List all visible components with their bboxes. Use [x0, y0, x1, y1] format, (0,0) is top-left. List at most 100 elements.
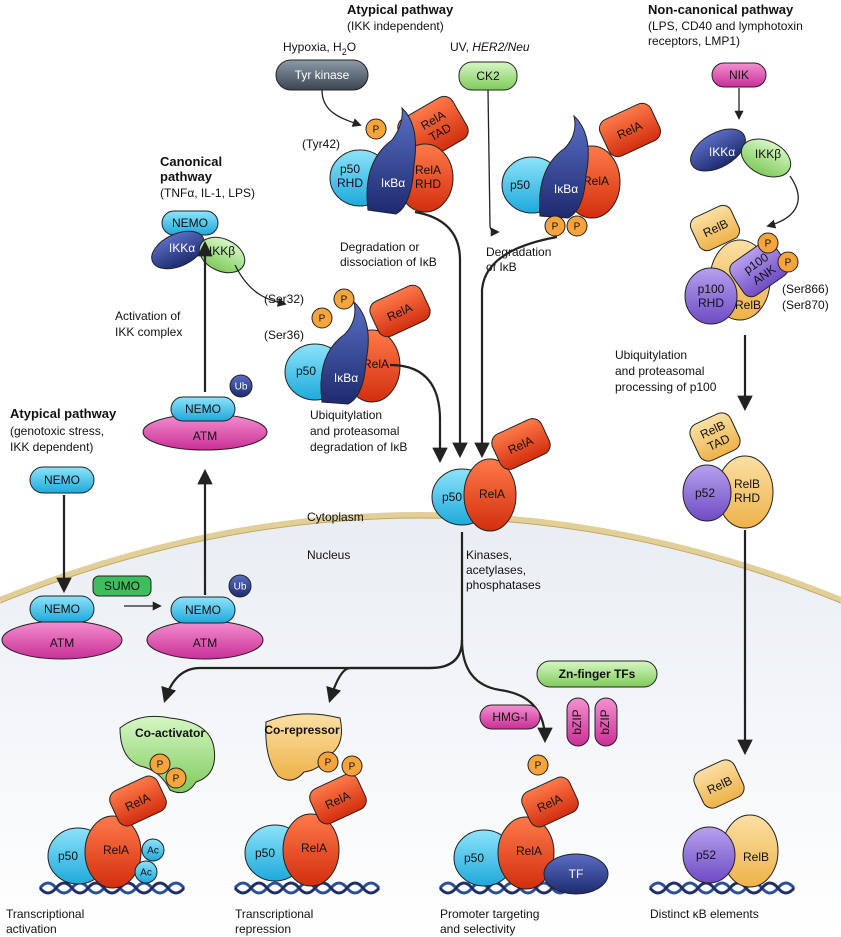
- svg-text:p50: p50: [464, 851, 484, 865]
- ser870-label: (Ser870): [782, 298, 829, 312]
- svg-text:ATM: ATM: [193, 429, 217, 443]
- svg-text:p50: p50: [58, 849, 78, 863]
- svg-text:RelA: RelA: [103, 843, 129, 857]
- complex-ck2: p50 RelA IκBα RelA P P: [501, 102, 662, 237]
- svg-text:RelB: RelB: [735, 298, 761, 312]
- svg-text:P: P: [349, 762, 356, 773]
- svg-text:NEMO: NEMO: [44, 473, 80, 487]
- p52-relb-cytoplasm: RelB TAD RelB RHD p52: [682, 412, 774, 529]
- ubiq-ikb-2: and proteasomal: [310, 424, 399, 438]
- svg-text:NEMO: NEMO: [185, 402, 221, 416]
- outcome-repression-complex: Co-repressor p50 RelA RelA P P: [244, 713, 367, 887]
- nemo-free-left: NEMO: [29, 466, 95, 494]
- ck2: CK2: [458, 61, 518, 91]
- svg-text:p52: p52: [696, 848, 716, 862]
- svg-text:HMG-I: HMG-I: [492, 710, 527, 724]
- outcome-activation-2: activation: [6, 922, 57, 936]
- svg-text:p50: p50: [442, 490, 462, 504]
- svg-text:bZIP: bZIP: [598, 709, 612, 734]
- svg-text:P: P: [765, 239, 772, 250]
- nik: NIK: [711, 62, 767, 88]
- svg-text:P: P: [173, 774, 180, 785]
- atypical-top-title: Atypical pathway: [347, 2, 454, 17]
- svg-text:bZIP: bZIP: [570, 709, 584, 734]
- svg-text:p50: p50: [255, 846, 275, 860]
- ser32-label: (Ser32): [264, 292, 304, 306]
- noncanonical-sub-1: (LPS, CD40 and lymphotoxin: [648, 19, 803, 33]
- svg-text:RelA: RelA: [583, 174, 609, 188]
- tyr42-label: (Tyr42): [302, 137, 340, 151]
- nuclear-membrane: [0, 512, 841, 603]
- svg-text:P: P: [535, 761, 542, 772]
- svg-text:P: P: [325, 758, 332, 769]
- nucleus-label: Nucleus: [307, 548, 350, 562]
- bzip-dimer: bZIP bZIP: [566, 697, 618, 747]
- svg-text:TF: TF: [569, 867, 584, 881]
- ser866-label: (Ser866): [782, 282, 829, 296]
- kinases-2: acetylases,: [466, 563, 526, 577]
- svg-text:Ub: Ub: [234, 582, 247, 593]
- degradation-or-2: dissociation of IκB: [340, 255, 437, 269]
- svg-text:P: P: [373, 125, 380, 136]
- svg-text:RHD: RHD: [337, 176, 363, 190]
- canonical-sub: (TNFα, IL-1, LPS): [160, 186, 255, 200]
- svg-text:NEMO: NEMO: [185, 603, 221, 617]
- svg-text:NEMO: NEMO: [172, 216, 208, 230]
- atypical-top-sub: (IKK independent): [347, 19, 444, 33]
- svg-text:IKKβ: IKKβ: [209, 244, 235, 258]
- activation-ikk-2: IKK complex: [115, 325, 182, 339]
- outcome-distinct-complex: RelB RelB p52: [682, 759, 779, 888]
- svg-text:P: P: [785, 258, 792, 269]
- noncanonical-sub-2: receptors, LMP1): [648, 34, 740, 48]
- svg-text:NIK: NIK: [729, 68, 749, 82]
- svg-text:RelB: RelB: [734, 477, 760, 491]
- svg-text:RelB: RelB: [743, 850, 769, 864]
- p50-rela-free: p50 RelA RelA: [431, 418, 551, 532]
- svg-text:P: P: [574, 222, 581, 233]
- outcome-targeting-1: Promoter targeting: [440, 907, 539, 921]
- outcome-repression-1: Transcriptional: [235, 907, 313, 921]
- svg-text:SUMO: SUMO: [104, 579, 140, 593]
- svg-text:Zn-finger TFs: Zn-finger TFs: [559, 667, 636, 681]
- svg-text:RHD: RHD: [734, 491, 760, 505]
- ubiq-p100-1: Ubiquitylation: [615, 348, 687, 362]
- canonical-title-2: pathway: [160, 169, 213, 184]
- outcome-distinct: Distinct κB elements: [650, 907, 759, 921]
- svg-text:p50: p50: [510, 178, 530, 192]
- svg-text:IKKα: IKKα: [709, 145, 735, 159]
- svg-text:Ac: Ac: [147, 846, 159, 857]
- svg-text:Co-activator: Co-activator: [135, 726, 205, 740]
- svg-text:RHD: RHD: [698, 296, 724, 310]
- svg-text:P: P: [552, 222, 559, 233]
- svg-text:p50: p50: [296, 364, 316, 378]
- activation-ikk-1: Activation of: [115, 309, 181, 323]
- dna-strands: [38, 881, 796, 895]
- svg-text:RelA: RelA: [479, 487, 505, 501]
- svg-text:RelA: RelA: [415, 163, 441, 177]
- svg-text:P: P: [341, 295, 348, 306]
- svg-text:ATM: ATM: [50, 636, 74, 650]
- svg-text:p52: p52: [695, 486, 715, 500]
- svg-text:ATM: ATM: [193, 636, 217, 650]
- svg-text:p100: p100: [698, 282, 725, 296]
- svg-text:IKKβ: IKKβ: [755, 147, 781, 161]
- svg-text:Co-repressor: Co-repressor: [264, 723, 340, 737]
- ubiq-p100-3: processing of p100: [615, 380, 717, 394]
- canonical-title-1: Canonical: [160, 154, 222, 169]
- ubiq-p100-2: and proteasomal: [615, 364, 704, 378]
- svg-text:CK2: CK2: [476, 69, 500, 83]
- svg-text:RelA: RelA: [301, 841, 327, 855]
- ubiq-ikb-1: Ubiquitylation: [310, 408, 382, 422]
- svg-text:P: P: [319, 314, 326, 325]
- complex-canonical-ikb: p50 RelA IκBα RelA P P: [284, 284, 431, 405]
- svg-text:Ac: Ac: [140, 868, 152, 879]
- uv-her2-label: UV, HER2/Neu: [450, 40, 530, 54]
- svg-text:IκBα: IκBα: [554, 182, 578, 196]
- hmg-i: HMG-I: [479, 704, 541, 730]
- nemo-atm-ub-nucleus: ATM NEMO Ub: [146, 574, 264, 660]
- outcome-targeting-complex: p50 RelA RelA P TF: [453, 754, 609, 895]
- complex-tyr: p50 RHD RelA TAD RelA RHD IκBα P: [329, 95, 469, 215]
- ser36-label: (Ser36): [264, 328, 304, 342]
- svg-text:IκBα: IκBα: [334, 371, 358, 385]
